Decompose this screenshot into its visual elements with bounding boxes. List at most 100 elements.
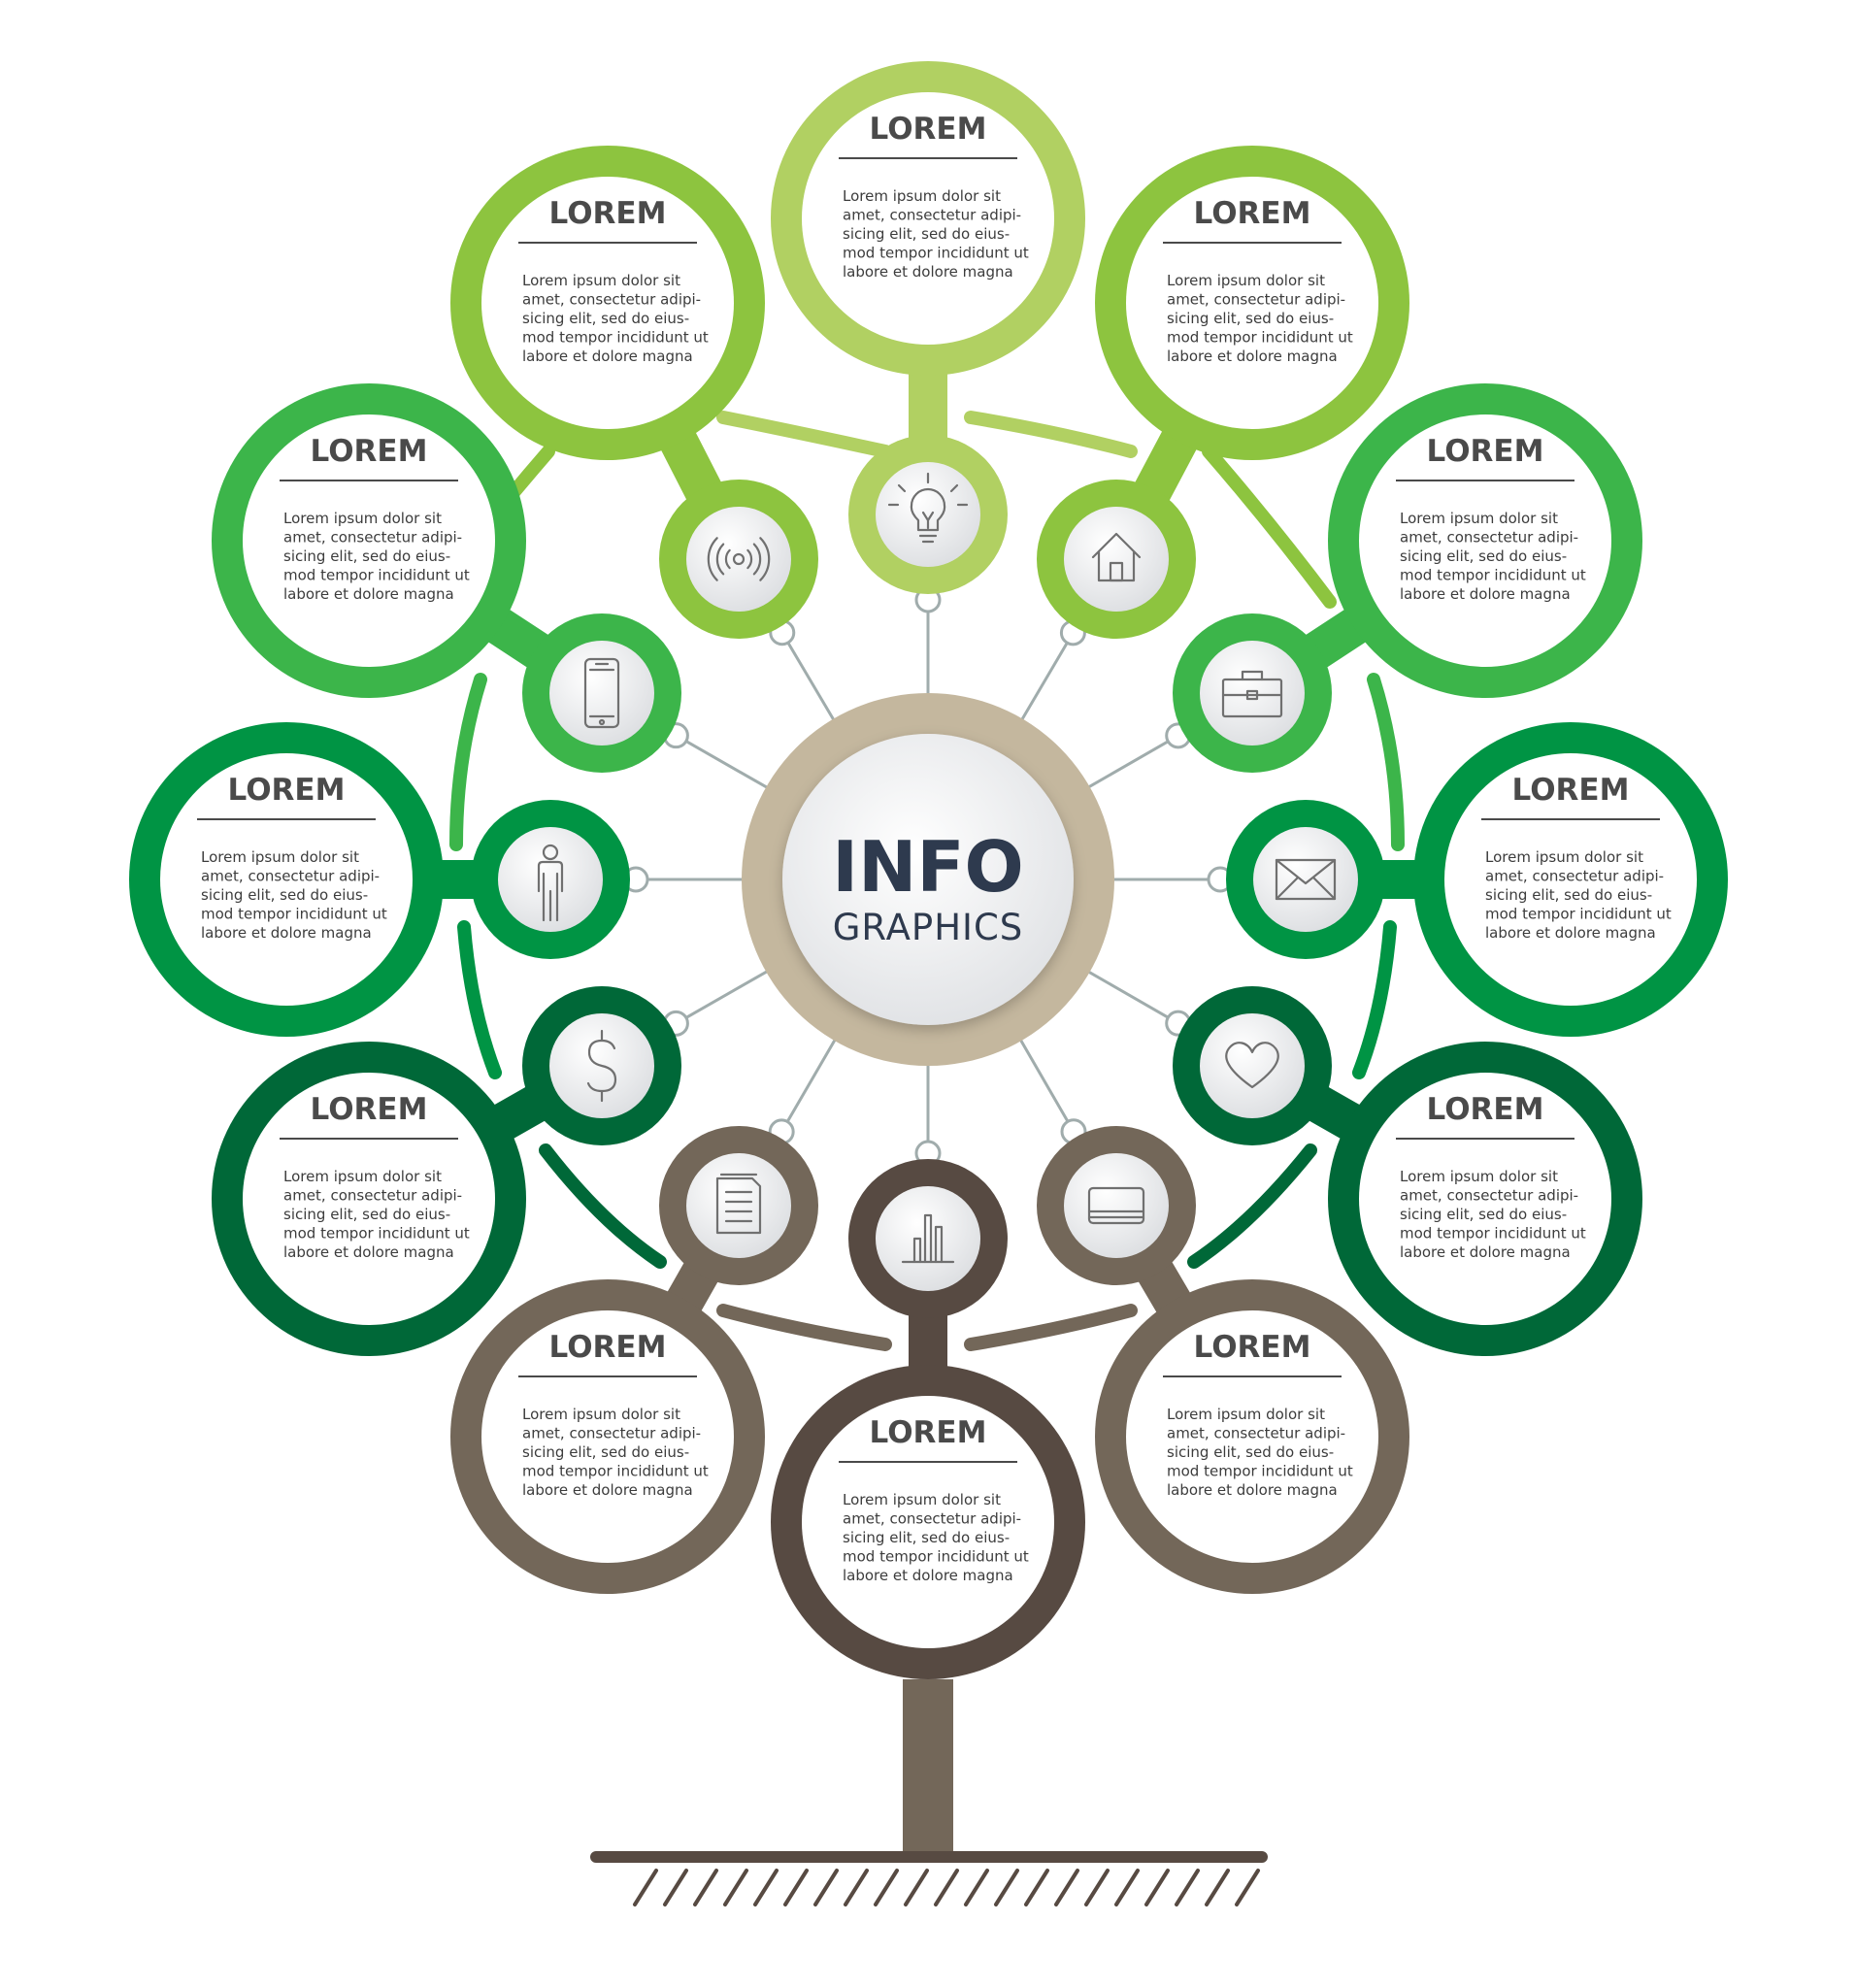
connector-line <box>1016 1034 1070 1123</box>
icon-disc <box>1253 827 1358 932</box>
icon-disc <box>686 1153 791 1258</box>
node-text: Lorem ipsum dolor sit amet, consectetur a… <box>283 1168 470 1261</box>
node-text-line: sicing elit, sed do eius- <box>201 886 368 904</box>
node-content-area <box>481 1310 734 1563</box>
center-title: INFO <box>832 826 1023 908</box>
credit-card-icon <box>1087 1186 1145 1225</box>
node-text-line: Lorem ipsum dolor sit <box>522 272 680 289</box>
connector-line <box>1017 642 1069 726</box>
node-content-area <box>160 753 413 1006</box>
node-text-line: Lorem ipsum dolor sit <box>843 1491 1001 1508</box>
node-lower-left: LOREM Lorem ipsum dolor sit amet, consecte… <box>212 986 681 1356</box>
hatch-mark <box>994 1869 1019 1906</box>
node-text-line: sicing elit, sed do eius- <box>283 547 450 565</box>
hatch-mark <box>934 1869 959 1906</box>
node-text-line: sicing elit, sed do eius- <box>1167 310 1334 327</box>
hatch-mark <box>1054 1869 1079 1906</box>
branch-line <box>1352 920 1397 1079</box>
envelope-icon <box>1275 858 1337 901</box>
trunk <box>903 1679 953 1856</box>
hatch-mark <box>1024 1869 1049 1906</box>
briefcase-icon <box>1221 670 1283 718</box>
hatch-mark <box>1235 1869 1260 1906</box>
node-title: LOREM <box>549 1330 667 1365</box>
node-title: LOREM <box>870 112 987 147</box>
center-subtitle: GRAPHICS <box>833 907 1024 948</box>
node-text-line: amet, consectetur adipi- <box>1167 1425 1345 1442</box>
node-text-line: labore et dolore magna <box>1400 585 1571 603</box>
node-content-area <box>1359 1073 1611 1325</box>
node-content-area <box>1444 753 1697 1006</box>
node-content-area <box>1126 1310 1378 1563</box>
bar-chart-icon <box>901 1213 955 1264</box>
hatch-mark <box>1114 1869 1140 1906</box>
hatch-mark <box>813 1869 839 1906</box>
node-text-line: Lorem ipsum dolor sit <box>1400 510 1558 527</box>
node-text-line: labore et dolore magna <box>1167 348 1338 365</box>
node-content-area <box>1126 177 1378 429</box>
hatch-mark <box>693 1869 718 1906</box>
node-title: LOREM <box>870 1415 987 1450</box>
person-icon <box>537 844 564 922</box>
home-icon <box>1091 532 1142 582</box>
node-text-line: mod tempor incididunt ut <box>1167 329 1353 347</box>
node-text-line: labore et dolore magna <box>1400 1243 1571 1261</box>
ground-hatching <box>633 1869 1260 1906</box>
node-text-line: labore et dolore magna <box>843 1567 1013 1584</box>
node-title: LOREM <box>1512 773 1630 808</box>
node-text-line: mod tempor incididunt ut <box>283 567 470 584</box>
node-text-line: amet, consectetur adipi- <box>283 529 462 547</box>
node-text-line: labore et dolore magna <box>522 348 693 365</box>
node-neck <box>655 414 727 516</box>
node-title: LOREM <box>311 434 428 469</box>
smartphone-icon <box>583 657 620 729</box>
node-content-area <box>802 92 1054 345</box>
node-title: LOREM <box>311 1092 428 1127</box>
node-title: LOREM <box>1194 196 1311 231</box>
node-title: LOREM <box>228 773 346 808</box>
node-text-line: sicing elit, sed do eius- <box>1400 547 1567 565</box>
node-title: LOREM <box>1427 1092 1544 1127</box>
hatch-mark <box>633 1869 658 1906</box>
node-content-area <box>1359 414 1611 667</box>
node-text-line: amet, consectetur adipi- <box>283 1187 462 1205</box>
connector-line <box>1082 740 1170 792</box>
node-text-line: sicing elit, sed do eius- <box>1485 886 1652 904</box>
node-text-line: amet, consectetur adipi- <box>201 868 380 885</box>
branch-line <box>964 411 1138 458</box>
branch-line <box>539 1143 667 1269</box>
connector-line <box>685 967 774 1019</box>
node-text-line: sicing elit, sed do eius- <box>1400 1206 1567 1223</box>
nodes: LOREM Lorem ipsum dolor sit amet, consecte… <box>129 61 1728 1679</box>
branches <box>420 411 1405 1351</box>
branch-line <box>1187 1143 1317 1269</box>
node-text-line: amet, consectetur adipi- <box>1400 1187 1578 1205</box>
node-text-line: amet, consectetur adipi- <box>1400 529 1578 547</box>
icon-disc <box>1200 641 1305 746</box>
node-text-line: labore et dolore magna <box>843 263 1013 281</box>
node-text-line: amet, consectetur adipi- <box>843 207 1021 224</box>
ground <box>590 1679 1268 1906</box>
node-title: LOREM <box>1427 434 1544 469</box>
icon-disc <box>876 1186 980 1291</box>
node-text-line: sicing elit, sed do eius- <box>843 1529 1010 1546</box>
node-text-line: amet, consectetur adipi- <box>1485 868 1664 885</box>
icon-disc <box>549 641 654 746</box>
hatch-mark <box>1175 1869 1200 1906</box>
node-text-line: Lorem ipsum dolor sit <box>283 1168 442 1185</box>
hatch-mark <box>964 1869 989 1906</box>
node-text-line: mod tempor incididunt ut <box>201 906 387 923</box>
